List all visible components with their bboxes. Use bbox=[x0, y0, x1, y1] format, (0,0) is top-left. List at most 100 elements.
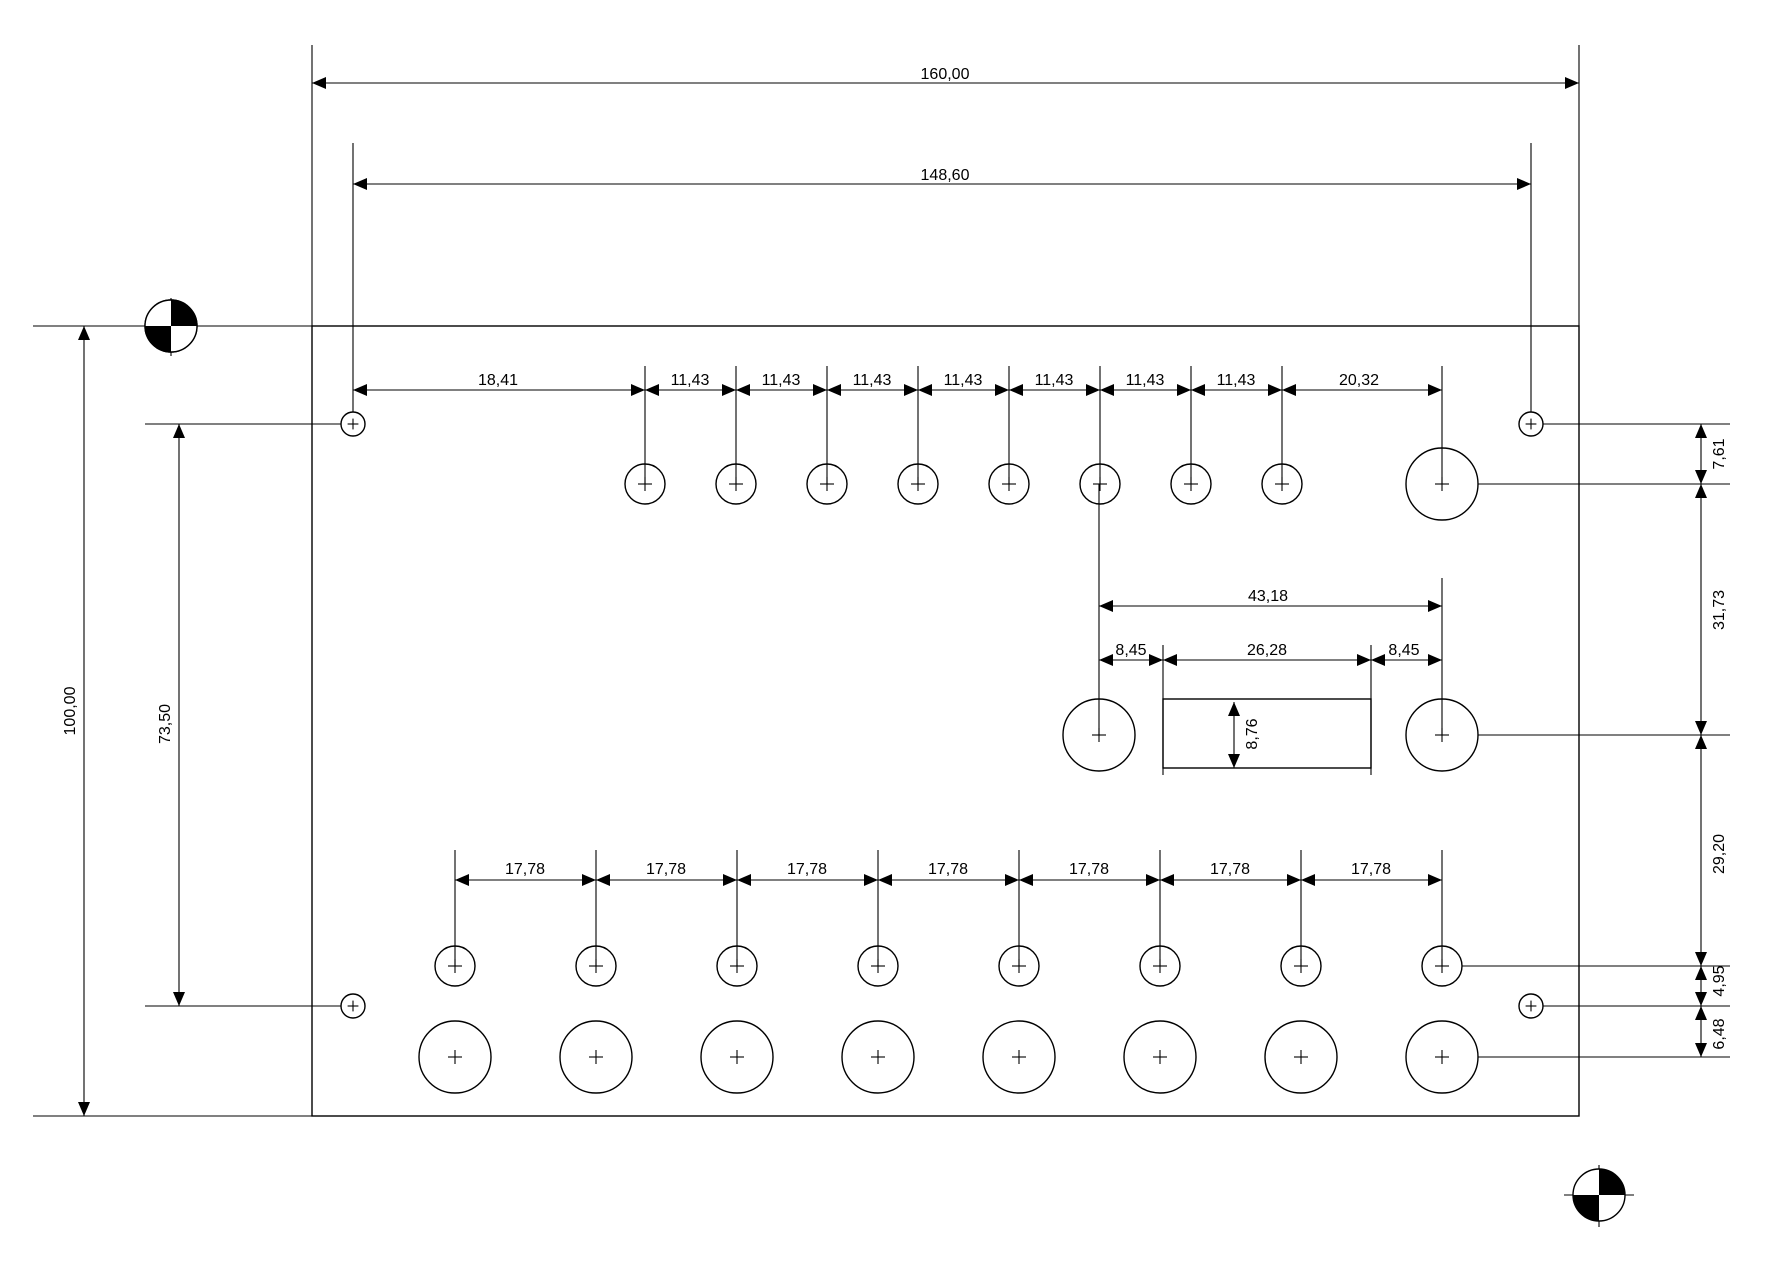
right-chain-arrow-b-0 bbox=[1695, 470, 1707, 484]
bottom-large-hole-5 bbox=[1123, 1020, 1197, 1094]
right-stack-labels: 7,61 31,73 29,20 4,95 6,48 bbox=[1711, 438, 1728, 1049]
top-chain-arrow-b-5 bbox=[1086, 384, 1100, 396]
dim-mount-span-y-arrow-a bbox=[173, 424, 185, 438]
top-chain-arrow-b-2 bbox=[813, 384, 827, 396]
dim-right-1: 31,73 bbox=[1711, 590, 1728, 630]
right-chain-arrow-a-1 bbox=[1695, 484, 1707, 498]
bottom-large-hole-2-circle bbox=[700, 1020, 774, 1094]
right-chain-arrow-a-4 bbox=[1695, 1006, 1707, 1020]
display-chain-arrow-a-1 bbox=[1163, 654, 1177, 666]
dim-mount-span-y: 73,50 bbox=[157, 704, 174, 744]
right-chain-arrow-a-0 bbox=[1695, 424, 1707, 438]
dim-display-window-height: 8,76 bbox=[1244, 718, 1261, 749]
dim-bottom-1: 17,78 bbox=[646, 861, 686, 878]
bottom-large-hole-3 bbox=[841, 1020, 915, 1094]
mount-hole-tl bbox=[340, 411, 366, 437]
dim-right-0: 7,61 bbox=[1711, 438, 1728, 469]
bottom-chain-arrow-b-4 bbox=[1146, 874, 1160, 886]
bottom-large-hole-1 bbox=[559, 1020, 633, 1094]
top-chain-arrow-a-2 bbox=[736, 384, 750, 396]
top-chain-arrow-b-8 bbox=[1428, 384, 1442, 396]
top-chain-arrow-a-5 bbox=[1009, 384, 1023, 396]
dim-display-window-width: 26,28 bbox=[1247, 642, 1287, 659]
bottom-chain-arrow-b-0 bbox=[582, 874, 596, 886]
dim-bottom-2: 17,78 bbox=[787, 861, 827, 878]
dim-mount-span-x: 148,60 bbox=[921, 167, 970, 184]
top-chain-arrow-a-0 bbox=[353, 384, 367, 396]
right-chain-arrow-b-1 bbox=[1695, 721, 1707, 735]
dim-top-2: 11,43 bbox=[762, 372, 801, 389]
mount-hole-tr bbox=[1518, 411, 1544, 437]
display-chain-arrow-a-2 bbox=[1371, 654, 1385, 666]
top-chain-arrow-a-1 bbox=[645, 384, 659, 396]
dim-window-height-arrow-b bbox=[1228, 754, 1240, 768]
bottom-large-hole-4 bbox=[982, 1020, 1056, 1094]
dim-mount-span-y-arrow-b bbox=[173, 992, 185, 1006]
bottom-chain-arrow-a-4 bbox=[1019, 874, 1033, 886]
dim-top-1: 11,43 bbox=[671, 372, 710, 389]
holes-layer bbox=[340, 411, 1544, 1094]
bottom-large-hole-1-circle bbox=[559, 1020, 633, 1094]
dim-top-4: 11,43 bbox=[944, 372, 983, 389]
top-chain-arrow-b-3 bbox=[904, 384, 918, 396]
bottom-chain-arrow-b-1 bbox=[723, 874, 737, 886]
right-chain-arrow-b-2 bbox=[1695, 952, 1707, 966]
dim-display-span-arrow-a bbox=[1099, 600, 1113, 612]
dim-top-6: 11,43 bbox=[1126, 372, 1165, 389]
dim-bottom-4: 17,78 bbox=[1069, 861, 1109, 878]
display-chain-arrow-a-0 bbox=[1099, 654, 1113, 666]
dim-bottom-6: 17,78 bbox=[1351, 861, 1391, 878]
dim-bottom-5: 17,78 bbox=[1210, 861, 1250, 878]
dim-right-4: 6,48 bbox=[1711, 1018, 1728, 1049]
dim-overall-height: 100,00 bbox=[62, 686, 79, 735]
top-left-datum bbox=[144, 298, 200, 356]
board-outline bbox=[311, 325, 1580, 1117]
top-chain-arrow-a-8 bbox=[1282, 384, 1296, 396]
right-chain-arrow-a-3 bbox=[1695, 966, 1707, 980]
dim-display-left-gap: 8,45 bbox=[1115, 642, 1146, 659]
dim-top-7: 11,43 bbox=[1217, 372, 1256, 389]
dim-overall-width-arrow-b bbox=[1565, 77, 1579, 89]
display-chain-arrow-b-0 bbox=[1149, 654, 1163, 666]
top-chain-arrow-b-4 bbox=[995, 384, 1009, 396]
bottom-chain-arrow-a-6 bbox=[1301, 874, 1315, 886]
display-labels: 43,18 8,45 26,28 8,45 8,76 bbox=[1115, 588, 1419, 750]
bottom-large-hole-7 bbox=[1405, 1020, 1479, 1094]
dim-overall-width: 160,00 bbox=[921, 66, 970, 83]
bottom-row-labels: 17,78 17,78 17,78 17,78 17,78 17,78 17,7… bbox=[505, 861, 1391, 878]
dim-bottom-3: 17,78 bbox=[928, 861, 968, 878]
bottom-chain-arrow-b-2 bbox=[864, 874, 878, 886]
bottom-chain-arrow-a-1 bbox=[596, 874, 610, 886]
dim-overall-width-arrow-a bbox=[312, 77, 326, 89]
dim-display-right-gap: 8,45 bbox=[1388, 642, 1419, 659]
bottom-chain-arrow-a-2 bbox=[737, 874, 751, 886]
right-chain-arrow-b-4 bbox=[1695, 1043, 1707, 1057]
top-chain-arrow-b-7 bbox=[1268, 384, 1282, 396]
bottom-chain-arrow-a-0 bbox=[455, 874, 469, 886]
bottom-large-hole-6 bbox=[1264, 1020, 1338, 1094]
top-chain-arrow-b-6 bbox=[1177, 384, 1191, 396]
dim-display-span: 43,18 bbox=[1248, 588, 1288, 605]
dim-overall-height-arrow-a bbox=[78, 326, 90, 340]
bottom-right-datum bbox=[1564, 1165, 1634, 1227]
right-chain-arrow-a-2 bbox=[1695, 735, 1707, 749]
bottom-large-hole-0 bbox=[418, 1020, 492, 1094]
display-window bbox=[1162, 698, 1372, 769]
bottom-large-hole-5-circle bbox=[1123, 1020, 1197, 1094]
dim-mount-span-x-arrow-b bbox=[1517, 178, 1531, 190]
dim-top-3: 11,43 bbox=[853, 372, 892, 389]
top-chain-arrow-a-7 bbox=[1191, 384, 1205, 396]
top-row-labels: 18,41 11,43 11,43 11,43 11,43 11,43 11,4… bbox=[478, 372, 1379, 389]
mount-hole-bl bbox=[340, 993, 366, 1019]
mount-hole-br bbox=[1518, 993, 1544, 1019]
dim-top-8: 20,32 bbox=[1339, 372, 1379, 389]
bottom-large-hole-3-circle bbox=[841, 1020, 915, 1094]
bottom-large-hole-2 bbox=[700, 1020, 774, 1094]
bottom-chain-arrow-b-3 bbox=[1005, 874, 1019, 886]
top-chain-arrow-a-4 bbox=[918, 384, 932, 396]
top-chain-arrow-a-3 bbox=[827, 384, 841, 396]
right-chain-arrow-b-3 bbox=[1695, 992, 1707, 1006]
bottom-large-hole-0-circle bbox=[418, 1020, 492, 1094]
dim-bottom-0: 17,78 bbox=[505, 861, 545, 878]
bottom-chain-arrow-b-5 bbox=[1287, 874, 1301, 886]
